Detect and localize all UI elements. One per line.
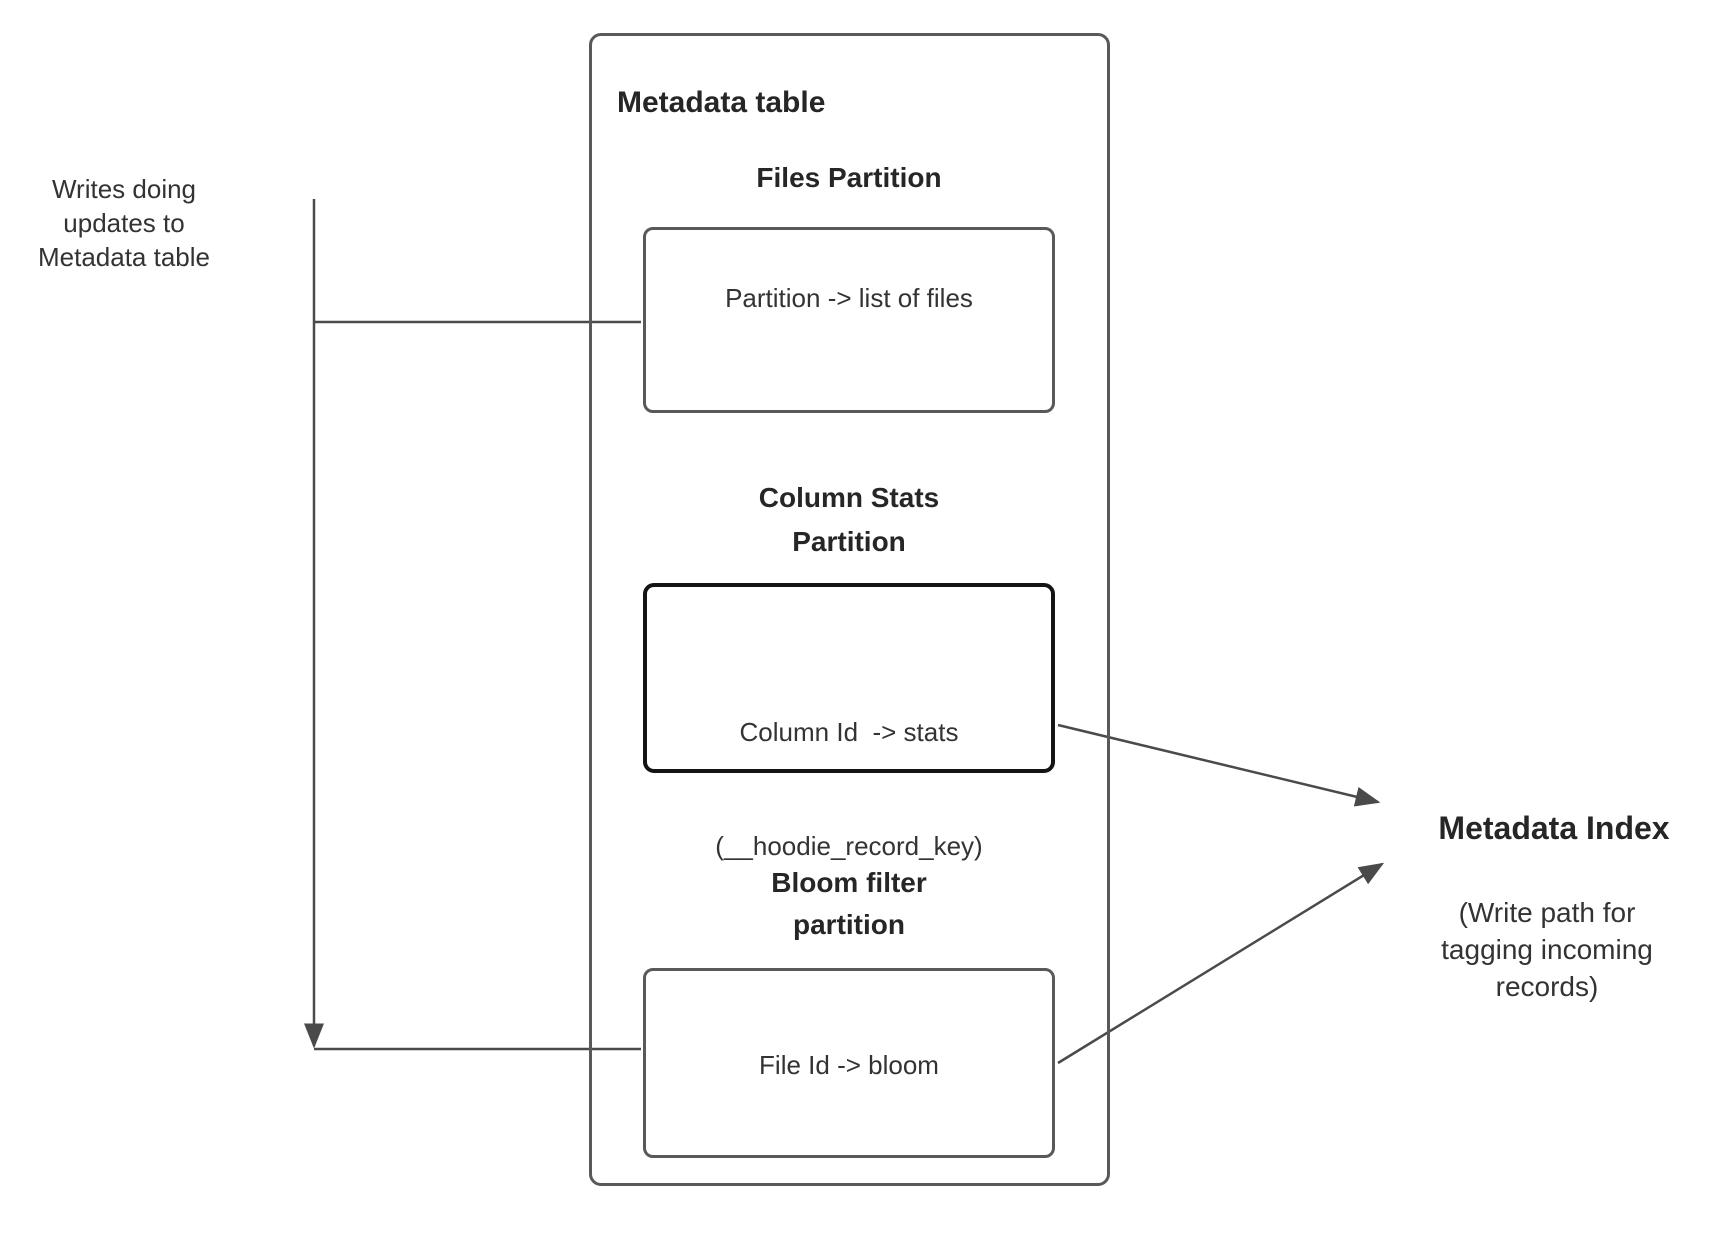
column-stats-heading-line: Column Stats (758, 482, 940, 513)
files-partition-body: Partition -> list of files (725, 283, 973, 313)
writes-note-line: updates to (63, 208, 185, 238)
metadata-index-title: Metadata Index (1438, 810, 1670, 846)
bloom-filter-partition-box: File Id -> bloom (643, 968, 1055, 1158)
bloom-filter-partition-heading: Bloom filter partition (643, 862, 1055, 946)
writes-note-line: Metadata table (37, 242, 210, 272)
files-partition-heading: Files Partition (756, 162, 942, 193)
column-stats-partition-heading: Column Stats Partition (643, 476, 1055, 564)
files-partition-box: Partition -> list of files (643, 227, 1055, 413)
bloom-heading-line: Bloom filter (771, 867, 927, 898)
metadata-index-caption-line: (Write path for (1458, 897, 1636, 928)
column-stats-partition-box: Column Id -> stats (__hoodie_record_key) (643, 583, 1055, 861)
metadata-table-box (589, 33, 1110, 1186)
column-stats-partition-body: Column Id -> stats (__hoodie_record_key) (647, 637, 1051, 941)
writes-note-line: Writes doing (51, 174, 197, 204)
bloom-filter-partition-body: File Id -> bloom (759, 1050, 939, 1080)
writes-note: Writes doing updates to Metadata table (14, 172, 234, 274)
column-stats-body-line: Column Id -> stats (739, 717, 959, 747)
metadata-table-title: Metadata table (617, 86, 826, 119)
metadata-index-caption: (Write path for tagging incoming records… (1407, 894, 1687, 1005)
bloom-heading-line: partition (793, 909, 905, 940)
column-stats-heading-line: Partition (792, 526, 906, 557)
column-stats-body-line: (__hoodie_record_key) (715, 831, 983, 861)
metadata-index-caption-line: tagging incoming (1441, 934, 1653, 965)
metadata-index-caption-line: records) (1495, 971, 1599, 1002)
